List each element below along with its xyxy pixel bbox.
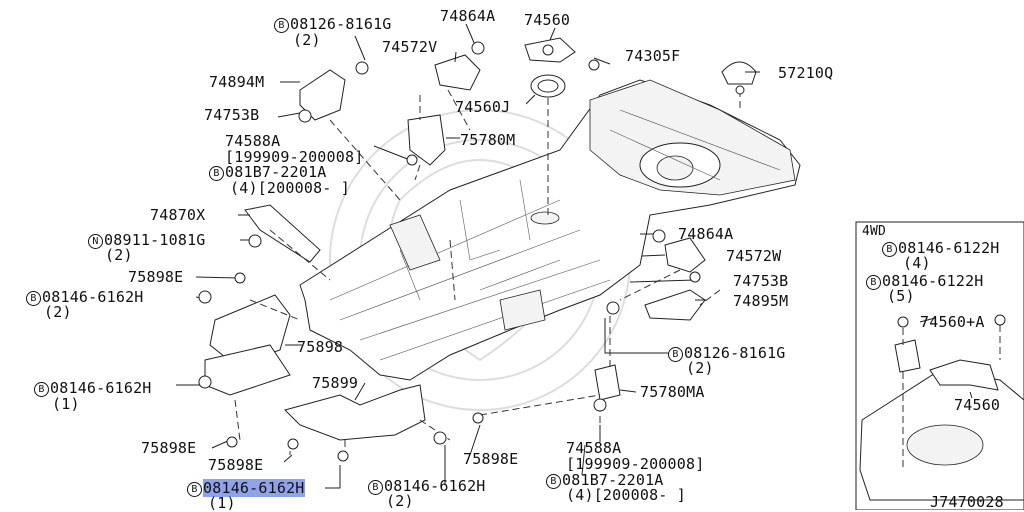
date-range-lower: [199909-200008]	[566, 455, 705, 473]
callout-75898e-b: 75898E	[141, 439, 197, 457]
inset-title: 4WD	[862, 224, 887, 239]
callout-75780m: 75780M	[460, 131, 516, 149]
callout-57210q: 57210Q	[778, 64, 834, 82]
qty: (4)	[903, 254, 931, 272]
bolt-prefix-b: B	[34, 382, 49, 397]
inset-callout-74560a: 74560+A	[920, 313, 985, 331]
callout-74572w: 74572W	[726, 247, 782, 265]
bolt-prefix-b: B	[274, 18, 289, 33]
qty-date: (4)[200008- ]	[230, 179, 350, 197]
callout-75898e-a: 75898E	[128, 268, 184, 286]
qty: (1)	[52, 395, 80, 413]
callout-74588a-upper: 74588A	[225, 132, 281, 150]
qty: (2)	[105, 246, 133, 264]
qty: (1)	[208, 494, 236, 512]
leader-lines	[176, 23, 760, 489]
callout-74870x: 74870X	[150, 206, 206, 224]
part-75898	[204, 294, 291, 396]
part-74894m	[299, 69, 346, 121]
date-range-upper: [199909-200008]	[225, 148, 364, 166]
bolt-prefix-b: B	[26, 291, 41, 306]
callout-74864a-top: 74864A	[440, 7, 496, 25]
callout-74753b-left: 74753B	[204, 106, 260, 124]
part-75780ma	[594, 364, 621, 401]
callout-74864a-right: 74864A	[678, 225, 734, 243]
qty: (5)	[887, 287, 915, 305]
inset-4wd	[855, 221, 1024, 510]
qty-date: (4)[200008- ]	[566, 486, 686, 504]
fasteners	[198, 41, 745, 462]
figure-id: J7470028	[930, 493, 1004, 511]
bolt-prefix-b: B	[209, 166, 224, 181]
part-74870x	[244, 204, 321, 263]
qty: (2)	[44, 303, 72, 321]
qty: (2)	[386, 492, 414, 510]
callout-75898e-c: 75898E	[208, 456, 264, 474]
part-57210q	[721, 61, 757, 85]
assembly-lines	[234, 89, 741, 455]
part-75899	[284, 384, 426, 441]
qty: (2)	[686, 359, 714, 377]
nut-prefix-n: N	[88, 234, 103, 249]
callout-74894m: 74894M	[209, 73, 265, 91]
callout-74560: 74560	[524, 11, 571, 29]
callout-74895m: 74895M	[733, 292, 789, 310]
floor-panel	[299, 79, 801, 381]
callout-74560j: 74560J	[455, 98, 511, 116]
part-74572w	[664, 237, 706, 273]
callout-74572v: 74572V	[382, 38, 438, 56]
callout-75780ma: 75780MA	[640, 383, 705, 401]
part-74572v	[434, 54, 481, 91]
part-74895m	[644, 289, 706, 321]
bolt-prefix-b: B	[368, 480, 383, 495]
bolt-prefix-b: B	[187, 482, 202, 497]
part-75780m	[407, 114, 446, 166]
bolt-prefix-b: B	[866, 275, 881, 290]
callout-74588a-lower: 74588A	[566, 439, 622, 457]
inset-callout-74560: 74560	[954, 396, 1001, 414]
qty: (2)	[293, 31, 321, 49]
part-74560	[524, 37, 576, 63]
part-74560j	[530, 74, 566, 98]
callout-75899: 75899	[312, 374, 359, 392]
callout-75898: 75898	[297, 338, 344, 356]
highlighted-part-number[interactable]: 08146-6162H	[203, 479, 305, 497]
callout-74753b-right: 74753B	[733, 272, 789, 290]
callout-75898e-d: 75898E	[463, 450, 519, 468]
bolt-prefix-b: B	[882, 242, 897, 257]
callout-74305f: 74305F	[625, 47, 681, 65]
bolt-prefix-b: B	[668, 347, 683, 362]
bolt-prefix-b: B	[546, 474, 561, 489]
